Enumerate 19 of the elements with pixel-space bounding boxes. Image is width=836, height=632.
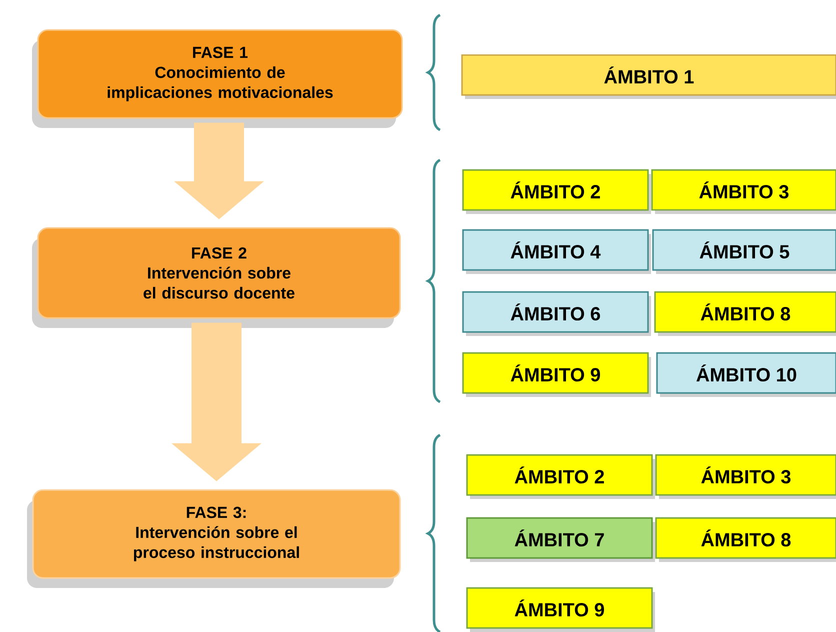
- scope-box: ÁMBITO 2: [466, 454, 655, 499]
- scope-box: ÁMBITO 8: [654, 291, 836, 336]
- scope-box: ÁMBITO 5: [652, 229, 836, 274]
- scope-box: ÁMBITO 9: [462, 352, 651, 397]
- scope-box: ÁMBITO 2: [462, 169, 651, 214]
- scope-box: ÁMBITO 1: [461, 54, 836, 99]
- scope-box: ÁMBITO 4: [462, 229, 651, 274]
- block-arrow: [172, 322, 262, 482]
- scope-box: ÁMBITO 3: [651, 169, 836, 214]
- scope-box: ÁMBITO 8: [655, 517, 836, 562]
- phase-box: FASE 3: Intervención sobre el proceso instruccional: [27, 489, 401, 588]
- scope-box: ÁMBITO 7: [466, 517, 655, 562]
- phase-box: FASE 2 Intervención sobre el discurso docente: [32, 227, 401, 328]
- scope-box: ÁMBITO 3: [655, 454, 836, 499]
- scope-box: ÁMBITO 6: [462, 291, 651, 336]
- scope-box: ÁMBITO 9: [466, 587, 655, 632]
- phase-box: FASE 1 Conocimiento de implicaciones motivacionales: [32, 29, 403, 128]
- scope-box: ÁMBITO 10: [656, 352, 836, 397]
- block-arrow: [174, 122, 264, 220]
